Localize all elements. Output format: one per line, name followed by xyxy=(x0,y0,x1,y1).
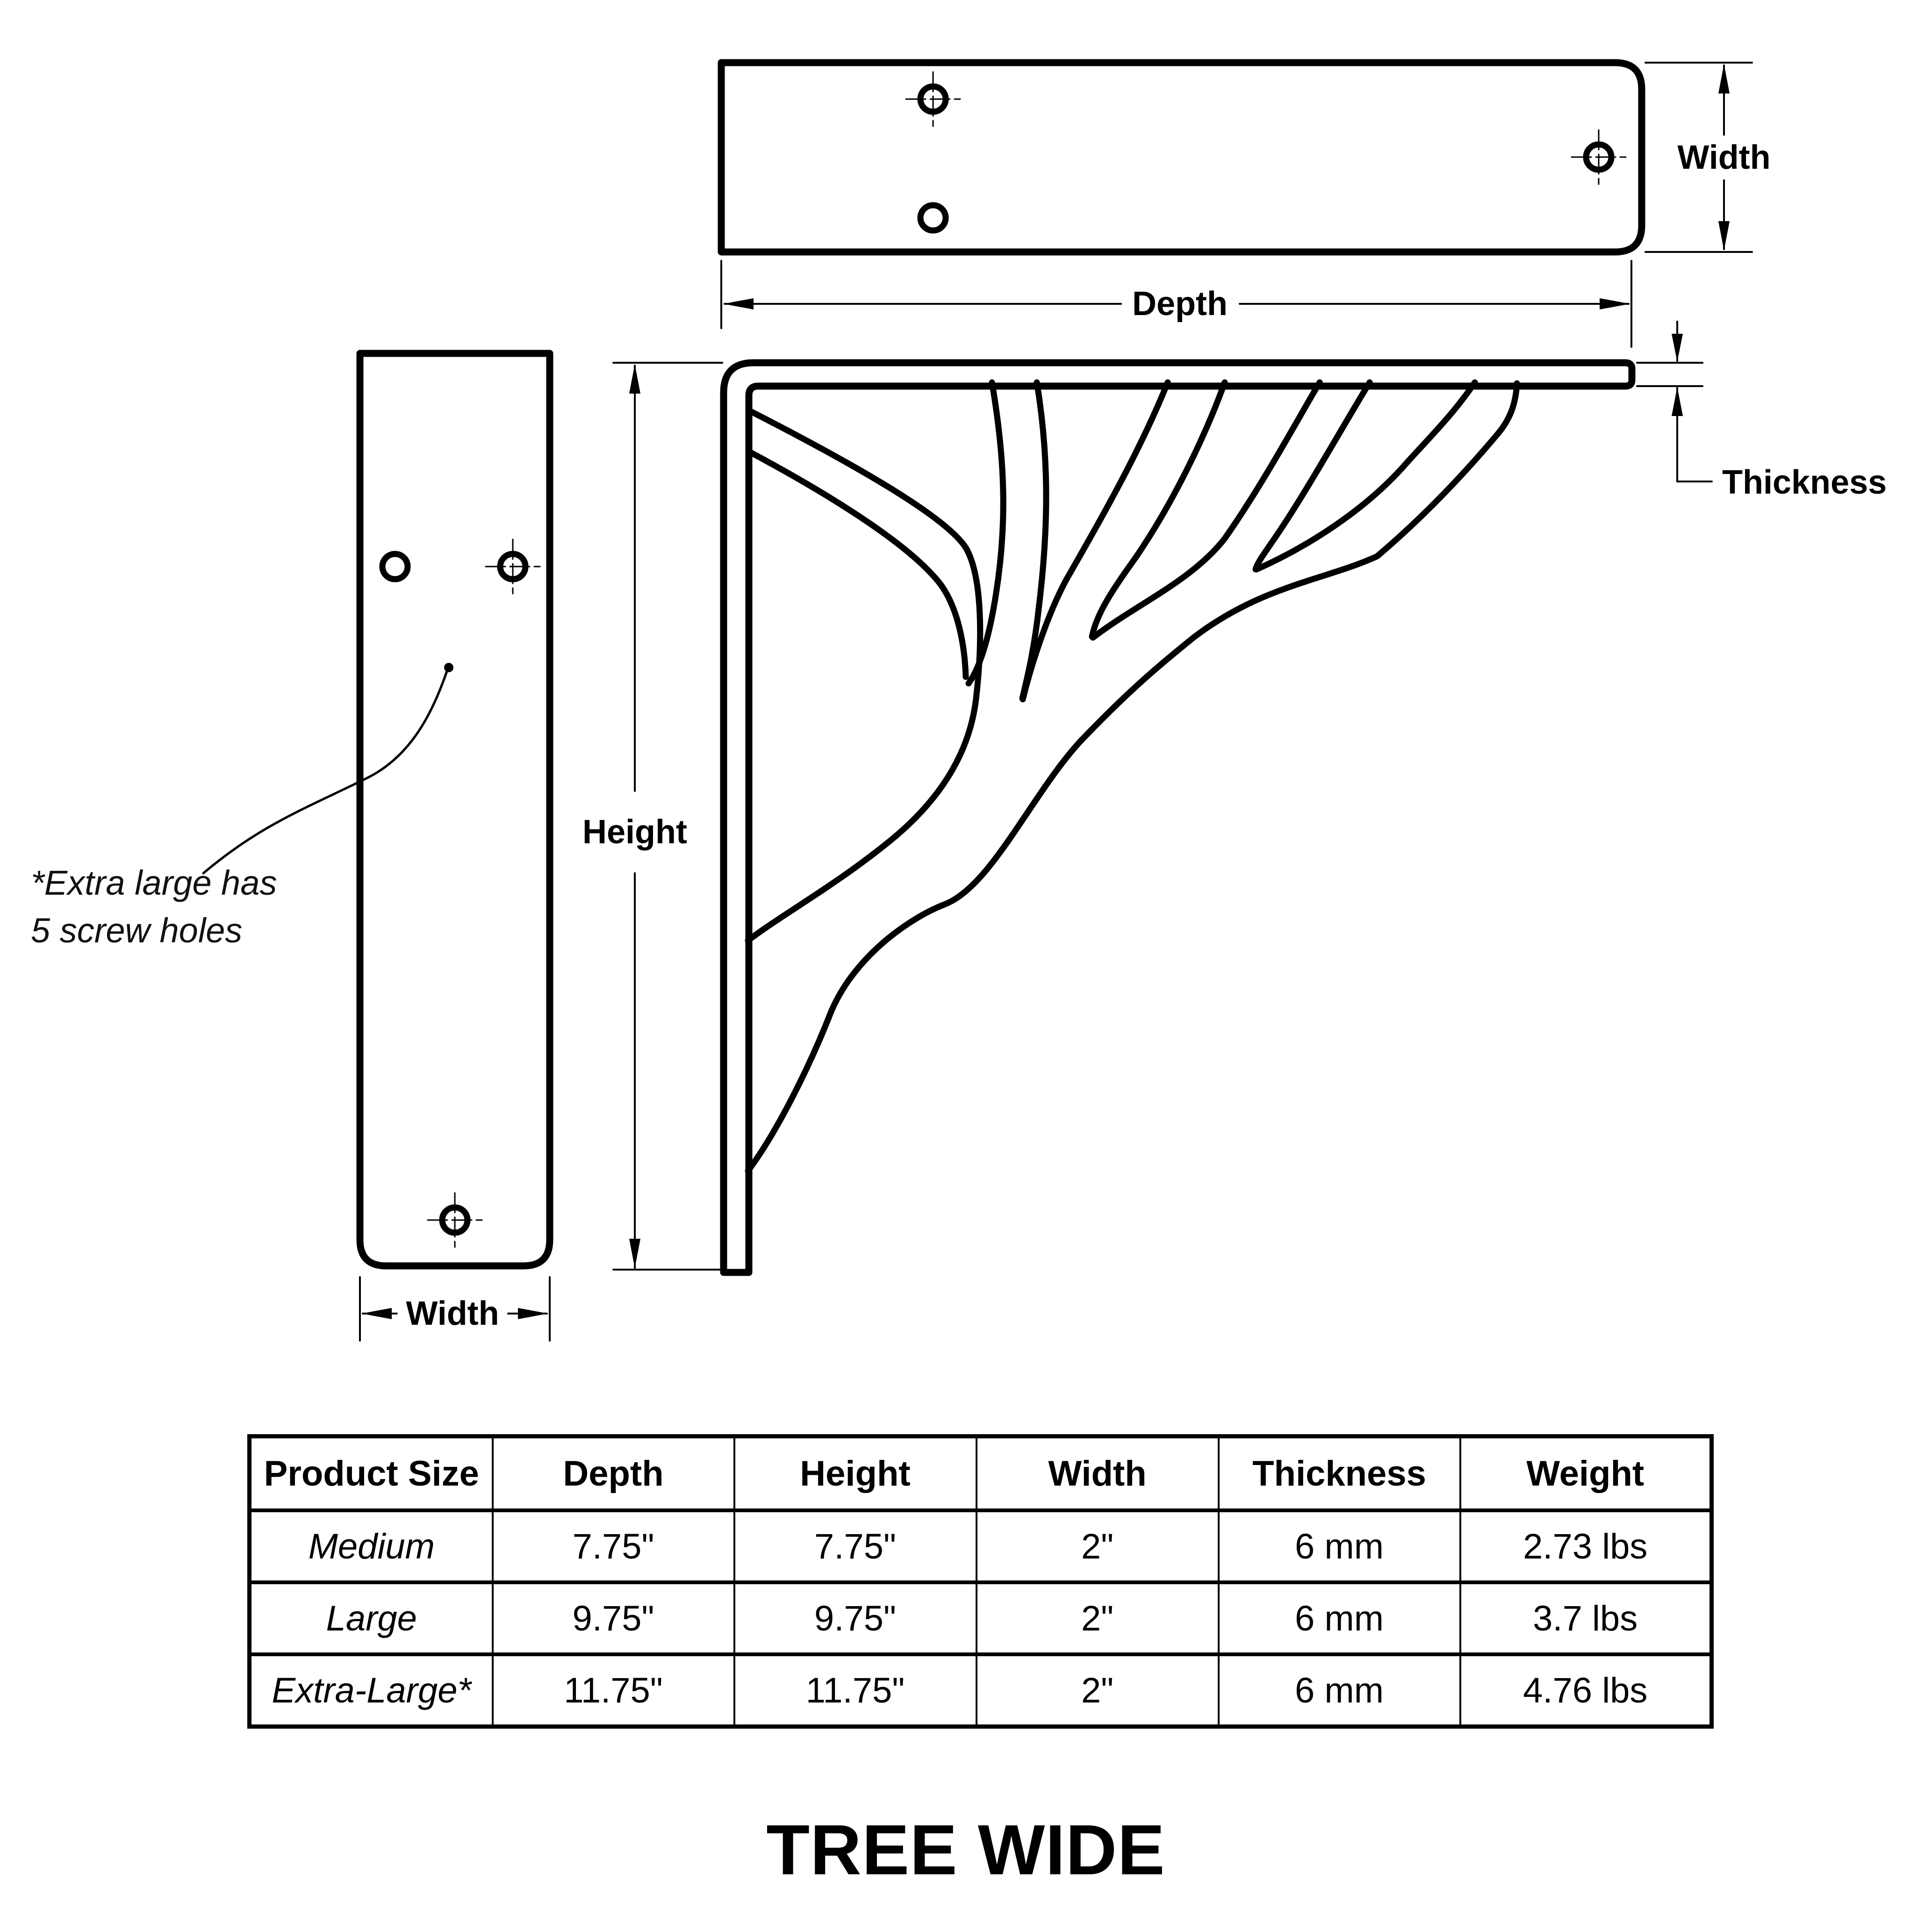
arrowhead xyxy=(1718,64,1730,93)
cell-thickness: 6 mm xyxy=(1217,1508,1461,1584)
top-view-hole-crosshair xyxy=(917,83,949,115)
extra-large-note: *Extra large has 5 screw holes xyxy=(31,859,277,955)
label-height: Height xyxy=(574,810,696,854)
col-header-width: Width xyxy=(975,1434,1220,1512)
note-line-1: *Extra large has xyxy=(31,863,277,902)
label-depth: Depth xyxy=(1124,282,1236,326)
note-leader-line xyxy=(202,670,448,875)
table-row-medium: Medium 7.75" 7.75" 2" 6 mm 2.73 lbs xyxy=(248,1508,1713,1584)
cell-height: 9.75" xyxy=(733,1580,977,1656)
product-size-table: Product Size Depth Height Width Thicknes… xyxy=(247,1434,1714,1729)
arrowhead xyxy=(723,298,754,309)
cell-height: 11.75" xyxy=(733,1652,977,1729)
table-row-extra-large: Extra-Large* 11.75" 11.75" 2" 6 mm 4.76 … xyxy=(248,1652,1713,1729)
cell-weight: 3.7 lbs xyxy=(1459,1580,1713,1656)
cell-thickness: 6 mm xyxy=(1217,1652,1461,1729)
arrowhead xyxy=(1600,298,1630,309)
note-line-2: 5 screw holes xyxy=(31,911,243,950)
label-width-bottom: Width xyxy=(397,1292,508,1336)
depth-dimension xyxy=(720,260,1632,348)
front-view-plate xyxy=(356,350,553,1270)
top-view-hole-plain xyxy=(917,202,949,234)
col-header-weight: Weight xyxy=(1459,1434,1713,1512)
front-view-hole-plain xyxy=(379,551,411,582)
cell-weight: 4.76 lbs xyxy=(1459,1652,1713,1729)
arrowhead xyxy=(629,364,640,394)
cell-width: 2" xyxy=(975,1580,1220,1656)
cell-thickness: 6 mm xyxy=(1217,1580,1461,1656)
cell-width: 2" xyxy=(975,1508,1220,1584)
col-header-depth: Depth xyxy=(491,1434,735,1512)
col-header-thickness: Thickness xyxy=(1217,1434,1461,1512)
arrowhead xyxy=(1718,221,1730,251)
label-thickness: Thickness xyxy=(1722,460,1887,504)
arrowhead xyxy=(518,1308,548,1319)
arrowhead xyxy=(1672,387,1683,416)
front-view-hole-crosshair-bottom xyxy=(439,1204,471,1236)
cell-size: Medium xyxy=(248,1508,494,1584)
cell-height: 7.75" xyxy=(733,1508,977,1584)
cell-size: Extra-Large* xyxy=(248,1652,494,1729)
arrowhead xyxy=(629,1239,640,1268)
note-leader-dot xyxy=(444,663,453,672)
height-dimension xyxy=(612,362,723,1271)
top-view-plate xyxy=(718,59,1645,256)
arrowhead xyxy=(361,1308,392,1319)
top-view-hole-crosshair-right xyxy=(1583,141,1615,173)
cell-weight: 2.73 lbs xyxy=(1459,1508,1713,1584)
cell-depth: 7.75" xyxy=(491,1508,735,1584)
tree-branch-lines xyxy=(745,379,1520,1174)
table-header-row: Product Size Depth Height Width Thicknes… xyxy=(248,1434,1713,1512)
front-view-hole-crosshair xyxy=(497,551,529,582)
cell-depth: 9.75" xyxy=(491,1580,735,1656)
arrowhead xyxy=(1672,334,1683,362)
table-row-large: Large 9.75" 9.75" 2" 6 mm 3.7 lbs xyxy=(248,1580,1713,1656)
cell-depth: 11.75" xyxy=(491,1652,735,1729)
side-view-bracket-outline xyxy=(720,359,1636,1276)
col-header-height: Height xyxy=(733,1434,977,1512)
cell-width: 2" xyxy=(975,1652,1220,1729)
cell-size: Large xyxy=(248,1580,494,1656)
drawing-title: TREE WIDE xyxy=(766,1810,1165,1890)
col-header-product-size: Product Size xyxy=(248,1434,494,1512)
label-width-top: Width xyxy=(1669,136,1779,180)
